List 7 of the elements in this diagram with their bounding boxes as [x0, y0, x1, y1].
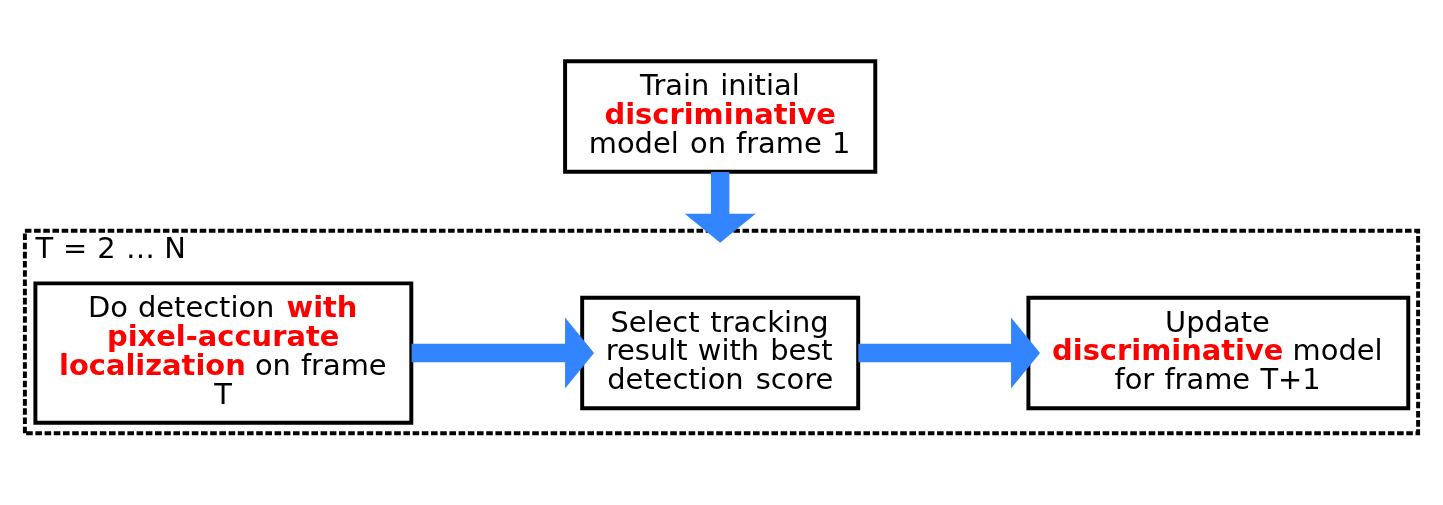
- node-box: Select tracking result with best detection score: [580, 295, 861, 411]
- node-box: Train initial discriminative model on frame 1: [563, 59, 878, 174]
- node-box: Update discriminative model for frame T+1: [1026, 295, 1411, 411]
- arrow: [411, 317, 595, 389]
- arrow: [684, 172, 756, 243]
- node-box: Do detection with pixel-accurate localization on frame T: [33, 281, 414, 425]
- arrow: [858, 317, 1041, 389]
